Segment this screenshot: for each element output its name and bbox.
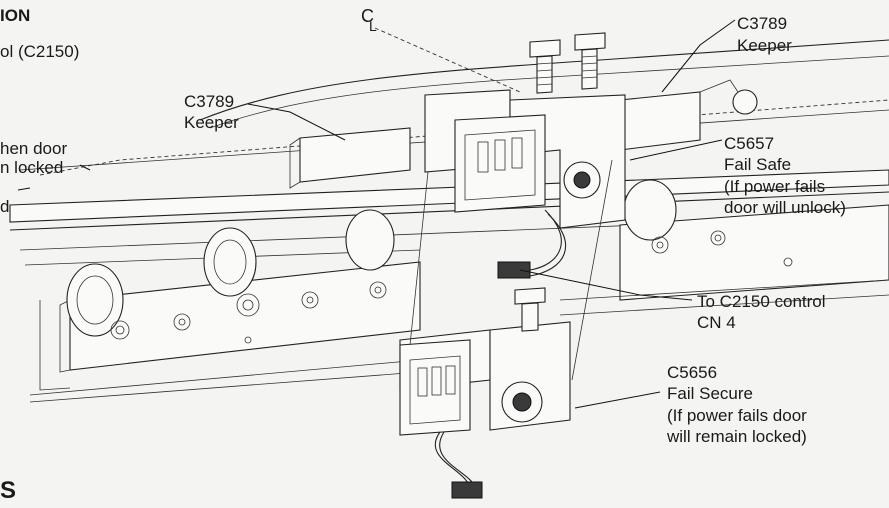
fail-secure-note-line1: (If power fails door — [667, 406, 807, 425]
fail-secure-note-line2: will remain locked) — [667, 427, 807, 446]
fail-secure-title: Fail Secure — [667, 384, 753, 403]
keeper-right-label: Keeper — [737, 36, 792, 55]
fail-secure-part-number: C5656 — [667, 363, 718, 382]
left-heading-fragment: ION — [0, 6, 31, 25]
centerline-symbol: C — [361, 6, 374, 26]
fail-safe-title: Fail Safe — [724, 155, 792, 174]
left-text-fragment-1: ol (C2150) — [0, 42, 80, 61]
centerline-subscript: L — [369, 18, 377, 34]
left-text-fragment-2: hen door — [0, 139, 68, 158]
left-text-fragment-3: n locked — [0, 158, 64, 177]
fail-safe-note-line1: (If power fails — [724, 177, 826, 196]
fail-safe-part-number: C5657 — [724, 134, 775, 153]
keeper-right-part-number: C3789 — [737, 14, 788, 33]
control-connector-id: CN 4 — [697, 313, 736, 332]
control-connection-label: To C2150 control — [697, 292, 826, 311]
left-footer-fragment: S — [0, 477, 17, 504]
keeper-left-label: Keeper — [184, 113, 239, 132]
keeper-left-part-number: C3789 — [184, 92, 235, 111]
left-text-fragment-4: d — [0, 197, 10, 216]
fail-safe-note-line2: door will unlock) — [724, 198, 846, 217]
